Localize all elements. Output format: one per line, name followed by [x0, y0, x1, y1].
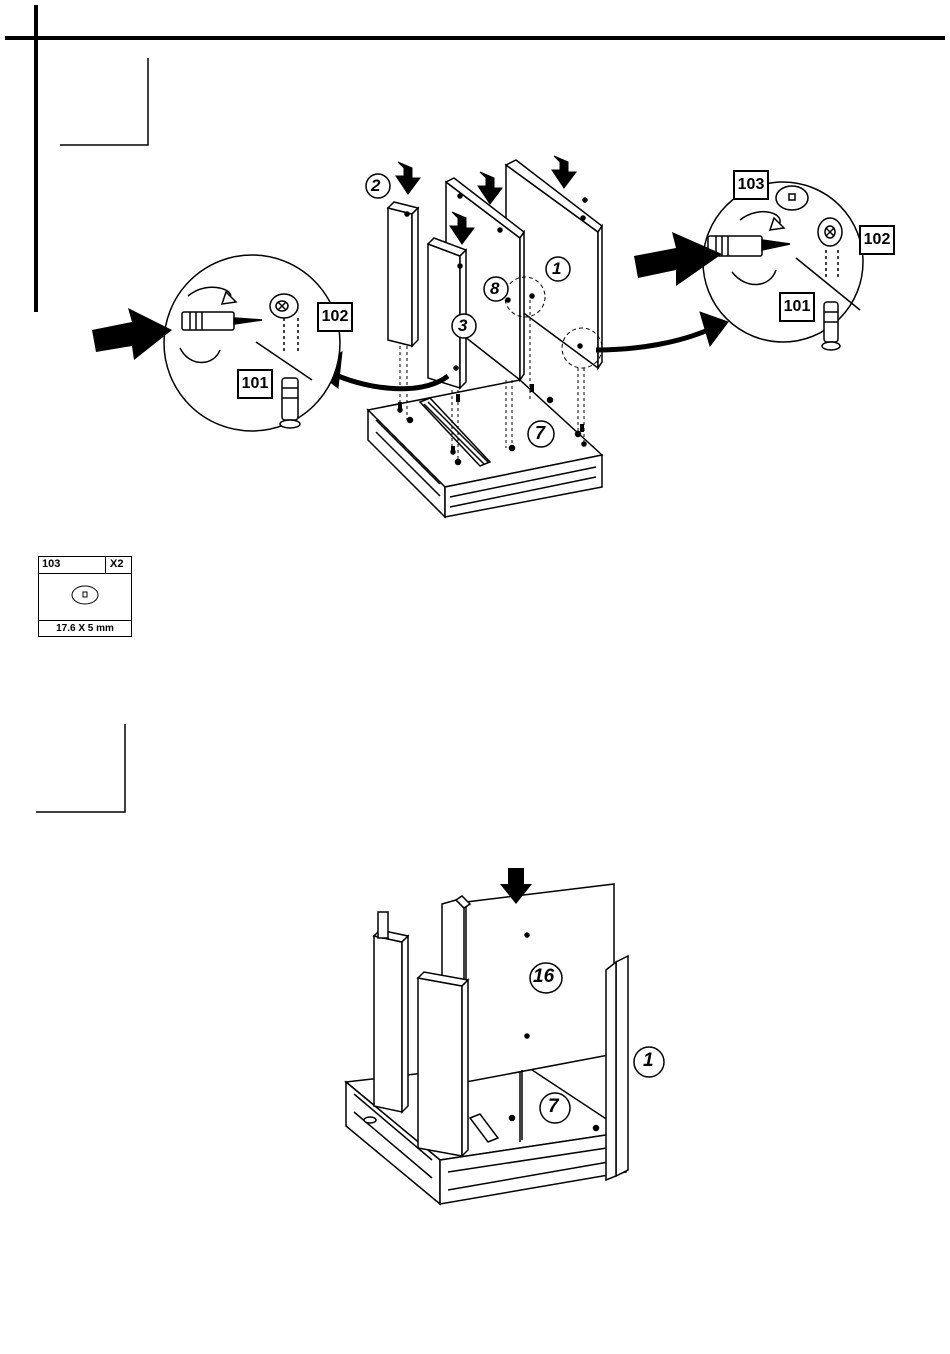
- stile-panel-3: [428, 238, 466, 388]
- part-3-label: 3: [458, 316, 467, 336]
- part-7-label-step2: 7: [548, 1096, 559, 1118]
- hardware-size: 17.6 X 5 mm: [56, 623, 114, 634]
- hardware-103-label-right: 103: [733, 170, 769, 200]
- part-8-label: 8: [490, 279, 499, 299]
- stile-panel-2: [388, 202, 418, 346]
- part-1-label-step2: 1: [643, 1050, 654, 1072]
- detail-circle-left: [164, 255, 340, 431]
- part-2-label: 2: [371, 176, 380, 196]
- hardware-102-label-right: 102: [859, 225, 895, 255]
- step-2-assembly: [346, 884, 628, 1204]
- hardware-102-label-left: 102: [317, 302, 353, 332]
- push-arrow-icon: [92, 308, 172, 360]
- down-arrow-icon: [396, 162, 420, 194]
- part-7-label: 7: [535, 423, 545, 444]
- hardware-box-footer: 17.6 X 5 mm: [39, 620, 131, 636]
- part-1-label: 1: [552, 259, 561, 279]
- step-1-frame: [60, 58, 148, 145]
- curved-arrow-right: [596, 312, 728, 350]
- hardware-101-label-left: 101: [237, 369, 273, 399]
- hardware-count-box: 103 X2 17.6 X 5 mm: [38, 556, 132, 637]
- hardware-101-label-right: 101: [779, 292, 815, 322]
- base-panel-7: [368, 380, 602, 517]
- step-1-assembly: [368, 160, 602, 517]
- step-2-frame: [36, 724, 125, 812]
- part-16-label: 16: [533, 966, 554, 988]
- detail-circle-right: [703, 182, 863, 350]
- down-arrow-icon: [552, 156, 576, 188]
